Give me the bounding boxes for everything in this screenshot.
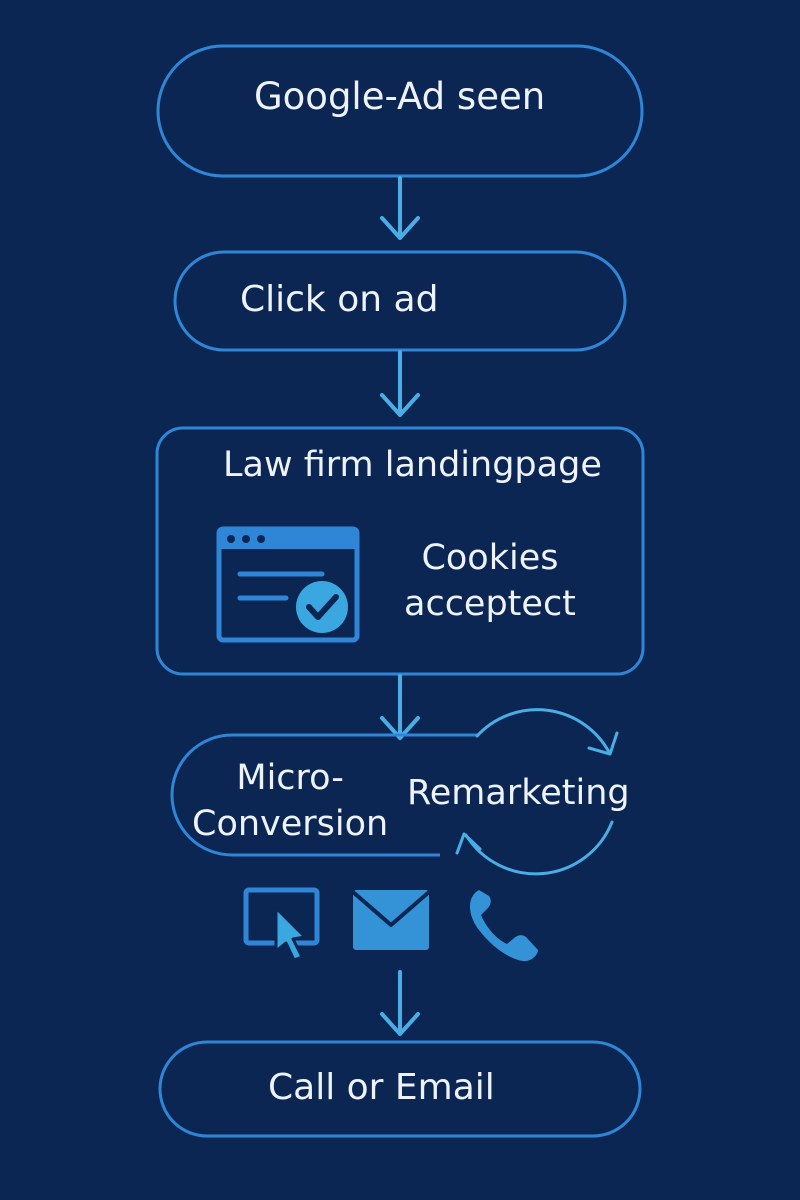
node-cookies-label: Cookies acceptect (404, 535, 576, 627)
node-micro-conversion-label: Micro- Conversion (192, 755, 388, 847)
phone-icon (469, 890, 538, 962)
node-ad-seen-label: Google-Ad seen (254, 75, 546, 118)
micro-line-2: Conversion (192, 804, 389, 844)
arrow-down-3 (380, 674, 420, 740)
screen-cursor-icon (243, 887, 320, 962)
cookies-line-2: acceptect (404, 584, 576, 624)
arrow-down-4 (380, 970, 420, 1036)
envelope-icon (351, 890, 431, 950)
micro-line-1: Micro- (236, 758, 344, 798)
node-final-label: Call or Email (268, 1067, 495, 1108)
node-click-label: Click on ad (240, 279, 439, 320)
arrow-down-1 (380, 176, 420, 240)
cookies-line-1: Cookies (421, 538, 559, 578)
node-landing-label: Law firm landingpage (223, 445, 602, 485)
arrow-down-2 (380, 350, 420, 417)
browser-window-checkmark-icon (216, 526, 360, 643)
node-remarketing-label: Remarketing (407, 773, 630, 813)
